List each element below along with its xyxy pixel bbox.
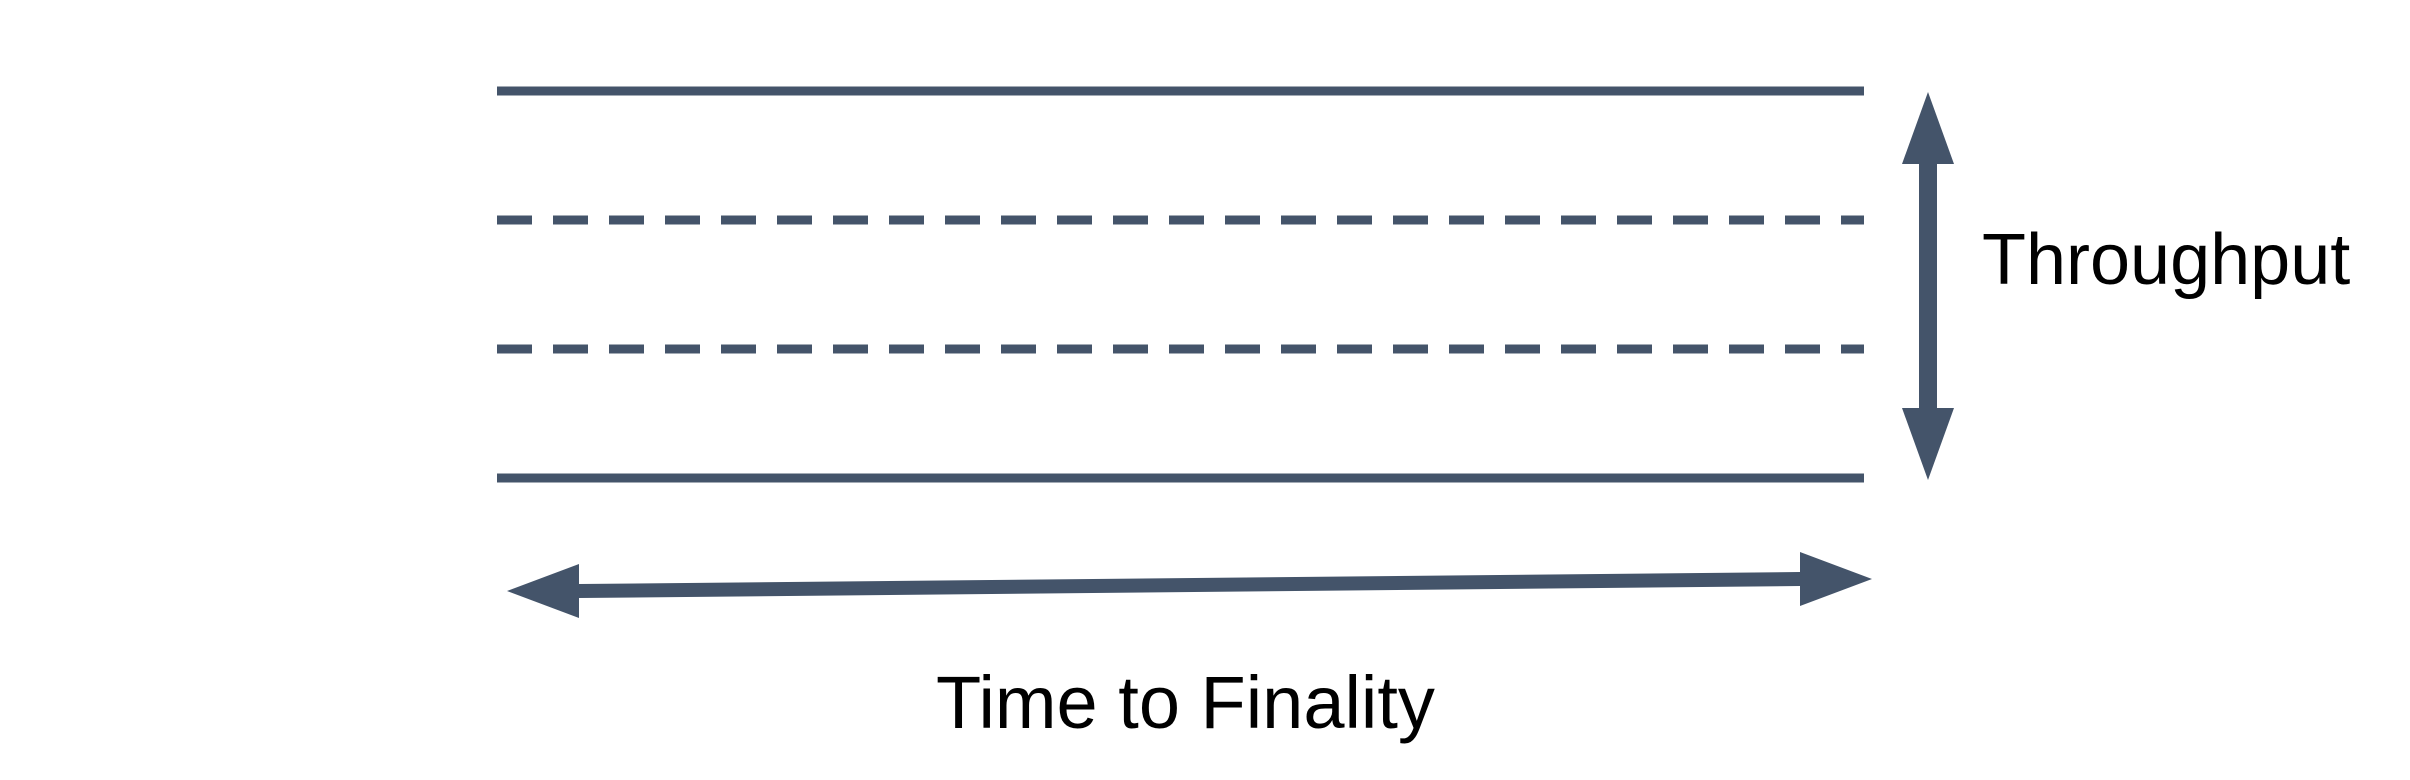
throughput-arrow-shaft	[1919, 164, 1937, 408]
time-to-finality-arrow-shaft	[579, 572, 1800, 598]
time-to-finality-arrow-head-left	[507, 564, 579, 618]
time-to-finality-axis-label: Time to Finality	[936, 661, 1435, 744]
throughput-arrow-head-up	[1902, 92, 1954, 164]
throughput-arrow	[1902, 92, 1954, 480]
throughput-axis-label: Throughput	[1982, 220, 2351, 300]
throughput-arrow-head-down	[1902, 408, 1954, 480]
lane-lines-group	[497, 86, 1864, 483]
time-to-finality-arrow	[507, 552, 1872, 618]
time-to-finality-arrow-head-right	[1800, 552, 1872, 606]
